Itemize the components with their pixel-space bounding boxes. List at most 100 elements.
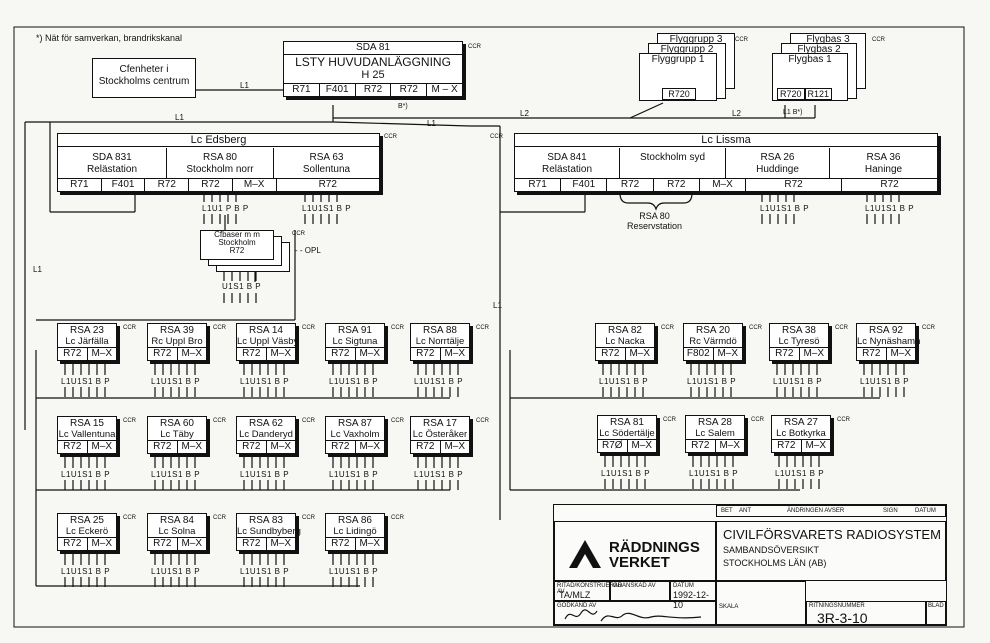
port: M–X [359, 538, 381, 549]
unit-name: Lc Österåker [412, 429, 468, 440]
flyggrupp-port: R720 [662, 88, 696, 100]
cfenheter-box: Cfenheter i Stockholms centrum [92, 58, 196, 98]
drawing-number-cell: RITNINGSNUMMER 3R-3-10 [806, 601, 926, 626]
ccr-label: CCR [476, 418, 489, 424]
skala-cell: SKALA [716, 581, 806, 625]
port: R72 [857, 348, 887, 360]
lissma-sig-2: L1U1S1 B P [865, 204, 915, 213]
port: M–X [890, 348, 912, 359]
unit-name: Lc Botkyrka [776, 428, 826, 439]
port: M–X [629, 348, 651, 359]
link-l2-b: L2 [732, 109, 741, 118]
unit-code: RSA 92 [869, 325, 903, 336]
unit-signals: L1U1S1 B P [329, 470, 379, 479]
gransk-cell: GRANSKAD AV [610, 581, 670, 601]
title-cell: CIVILFÖRSVARETS RADIOSYSTEM SAMBANDSÖVER… [716, 521, 946, 581]
cfenheter-label: Cfenheter i Stockholms centrum [98, 64, 190, 87]
unit-name: Lc Sigtuna [332, 336, 378, 347]
port: R72 [326, 538, 356, 550]
link-l1-a: L1 [240, 81, 249, 90]
unit-code: RSA 28 [698, 417, 732, 428]
port: R72 [148, 441, 178, 453]
b-star-label: B*) [398, 103, 408, 110]
ccr-label: CCR [476, 325, 489, 331]
port: R72 [686, 440, 716, 452]
flygbas-1: Flygbas 1 R720 R121 [772, 53, 848, 101]
logo-cell: RÄDDNINGS VERKET [554, 521, 716, 581]
unit-code: RSA 82 [608, 325, 642, 336]
unit-code: RSA 86 [338, 515, 372, 526]
unit-name: Lc Nacka [605, 336, 645, 347]
unit-name: Lc Järfälla [65, 336, 109, 347]
ccr-label: CCR [384, 134, 397, 140]
link-l1-e: L1 [493, 301, 502, 310]
port: F401 [320, 84, 356, 96]
port: M–X [444, 441, 466, 452]
unit-name: Rc Uppl Bro [151, 336, 203, 347]
edsberg-sig-1: L1U1 P B P [202, 204, 249, 213]
port: R72 [391, 84, 428, 96]
port: M–X [270, 538, 292, 549]
ccr-label: CCR [302, 325, 315, 331]
unit-signals: L1U1S1 B P [240, 470, 290, 479]
unit-signals: L1U1S1 B P [329, 377, 379, 386]
unit-name: Lc Tyresö [778, 336, 820, 347]
port: M–X [719, 440, 741, 451]
ccr-label: CCR [391, 418, 404, 424]
port: M–X [270, 348, 292, 359]
port: R72 [356, 84, 392, 96]
edsberg-sig-2: L1U1S1 B P [302, 204, 352, 213]
unit-signals: L1U1S1 B P [329, 567, 379, 576]
port: R72 [772, 440, 802, 452]
unit-name: Lc Lidingö [333, 526, 377, 537]
main-title: CIVILFÖRSVARETS RADIOSYSTEM [723, 527, 941, 542]
unit-code: RSA 25 [70, 515, 104, 526]
unit-name: Rc Värmdö [689, 336, 737, 347]
ccr-label: CCR [302, 515, 315, 521]
unit-code: RSA 87 [338, 418, 372, 429]
link-l2-a: L2 [520, 109, 529, 118]
unit-signals: L1U1S1 B P [689, 469, 739, 478]
unit-name: Lc Danderyd [239, 429, 293, 440]
ccr-label: CCR [292, 231, 305, 237]
unit-signals: L1U1S1 B P [151, 567, 201, 576]
unit-name: Lc Nynäshamn [857, 336, 921, 347]
ccr-label: CCR [213, 515, 226, 521]
port: M–X [270, 441, 292, 452]
ccr-label: CCR [872, 37, 885, 43]
port: M – X [431, 84, 458, 95]
unit-signals: L1U1S1 B P [61, 470, 111, 479]
unit-name: Lc Sundbyberg [237, 526, 301, 537]
ccr-label: CCR [661, 325, 674, 331]
sda81-block: SDA 81 LSTY HUVUDANLÄGGNING H 25 R71 F40… [283, 41, 463, 97]
port: R72 [237, 538, 267, 550]
unit-signals: L1U1S1 B P [151, 470, 201, 479]
ccr-label: CCR [391, 325, 404, 331]
port: R72 [411, 348, 441, 360]
